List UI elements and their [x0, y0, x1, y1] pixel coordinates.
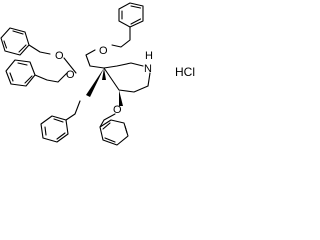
stereo-wedge-o4: [119, 90, 123, 106]
atom-label-h: H: [145, 50, 153, 62]
piperidine-ring: [103, 62, 151, 93]
atom-label-o-ch2: O: [99, 45, 108, 57]
atom-label-o-4: O: [113, 104, 122, 116]
atom-label-n: N: [144, 63, 152, 75]
benzyl-chain-bottom-left: [65, 100, 81, 121]
benzyl-ring-bottom-left: [40, 115, 69, 143]
benzyl-chain-left-upper: [28, 44, 51, 55]
atom-label-o-3: O: [66, 69, 75, 81]
benzyl-ring-top: [118, 2, 144, 28]
benzyl-chain-bottom-right: [99, 113, 116, 128]
benzyl-ring-left-lower: [5, 59, 36, 87]
stereo-wedge-o3: [86, 68, 104, 97]
benzyl-ring-bottom-right: [99, 119, 129, 146]
atom-label-o-2: O: [55, 50, 64, 62]
stereo-wedge-ch2: [102, 68, 106, 80]
salt-label-hcl: HCl: [175, 65, 195, 79]
chemical-structure-diagram: H N O O O O HCl: [0, 2, 195, 146]
bond-o2-ring: [63, 57, 77, 74]
benzyl-ring-left-upper: [0, 27, 30, 56]
benzyl-chain-left-lower: [34, 72, 68, 83]
benzyl-chain-top: [85, 26, 131, 69]
